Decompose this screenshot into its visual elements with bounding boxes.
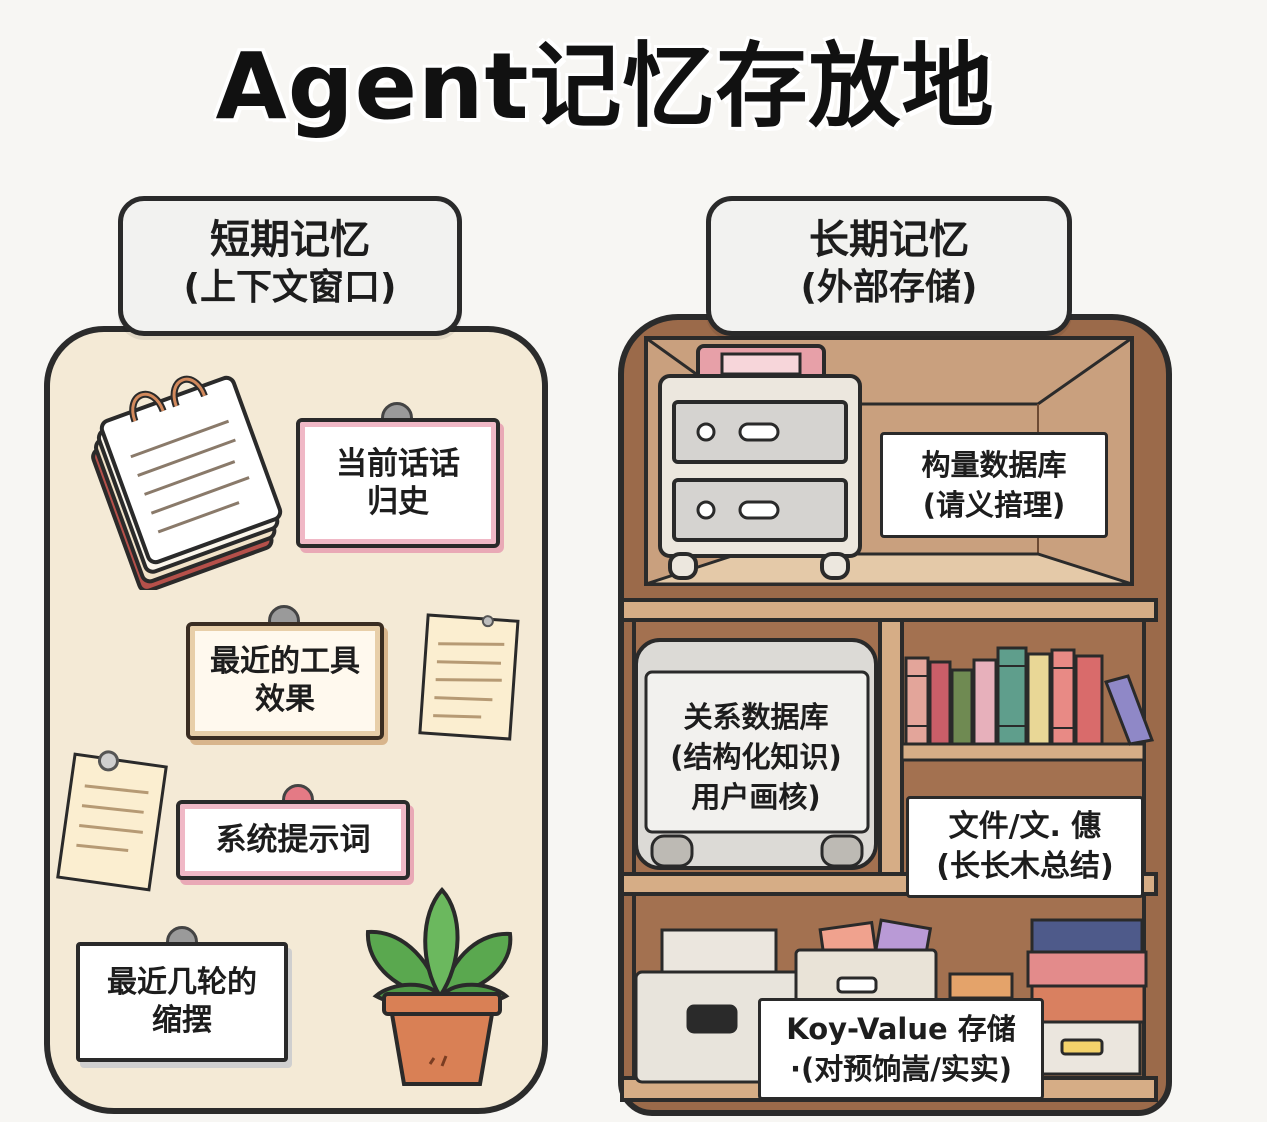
current-dialog-card: 当前话话 归史 [296,418,500,548]
books-icon [904,646,1155,746]
sticky-note-icon [418,613,520,741]
storage-boxes-icon [634,918,1148,1084]
long-term-subheading: (外部存储) [800,267,978,308]
recent-tools-line1: 最近的工具 [210,644,360,679]
recent-rounds-card: 最近几轮的 缩摆 [76,942,288,1062]
recent-rounds-line2: 缩摆 [152,1003,212,1038]
current-dialog-line2: 归史 [367,484,429,520]
short-term-heading-tag: 短期记忆 (上下文窗口) [118,196,462,336]
files-line2: (长长木总结) [936,849,1114,884]
vector-db-label: 构量数据库 (请义揞理) [880,432,1108,538]
relational-db-line2: (结构化知识) [670,740,842,774]
kv-store-line2: ·(对预饷嵩/实实) [789,1052,1013,1086]
files-label: 文件/文. 僡 (长长木总结) [906,796,1144,898]
recent-rounds-line1: 最近几轮的 [107,965,257,1000]
system-prompt-text: 系统提示词 [215,822,371,858]
system-prompt-card: 系统提示词 [176,800,410,880]
long-term-heading: 长期记忆 [809,217,969,263]
files-line1: 文件/文. 僡 [948,809,1102,844]
kv-store-line1: Koy-Value 存储 [786,1012,1016,1046]
short-term-heading: 短期记忆 [210,217,370,263]
recent-tools-line2: 效果 [255,682,315,717]
recent-tools-card: 最近的工具 效果 [186,622,384,740]
vector-db-line1: 构量数据库 [921,448,1067,482]
relational-db-line3: 用户画核) [691,780,821,814]
filing-drawer-icon [658,344,862,580]
short-term-subheading: (上下文窗口) [183,267,397,308]
sticky-note-icon [56,750,168,892]
current-dialog-line1: 当前话话 [336,446,460,482]
database-box-icon [634,638,878,870]
page-title: Agent记忆存放地 [215,33,995,140]
potted-plant-icon [365,887,513,1086]
kv-store-label: Koy-Value 存储 ·(对预饷嵩/实实) [758,998,1044,1100]
relational-db-line1: 关系数据库 [683,700,829,734]
long-term-heading-tag: 长期记忆 (外部存储) [706,196,1072,336]
vector-db-line2: (请义揞理) [922,488,1066,522]
notepad-icon [91,375,283,590]
relational-db-label: 关系数据库 (结构化知识) 用户画核) [648,692,864,822]
